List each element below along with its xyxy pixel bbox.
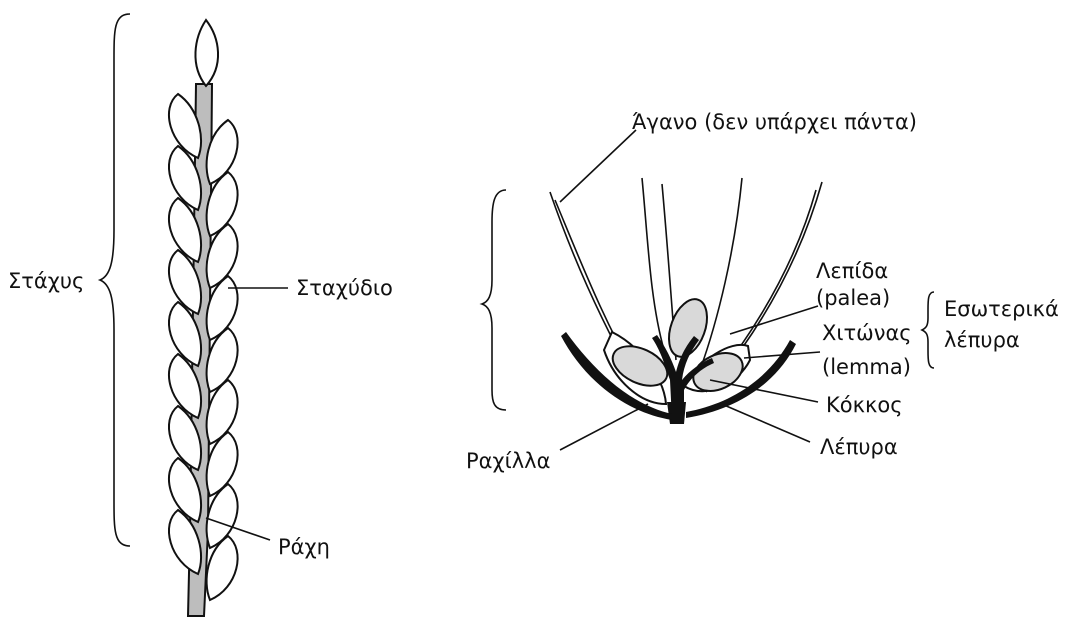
leader-lepida <box>730 306 818 334</box>
label-kokkos: Κόκκος <box>826 393 903 417</box>
label-chitonas: Χιτώνας <box>822 321 912 345</box>
spikelet-detail <box>550 178 822 424</box>
label-esoterika: Εσωτερικά <box>944 297 1059 321</box>
terminal-spikelet <box>195 20 218 86</box>
label-lepyra-inner: λέπυρα <box>944 328 1020 352</box>
label-stachys: Στάχυς <box>8 269 84 293</box>
leader-lepyra <box>724 405 810 442</box>
awn-center-left <box>642 178 664 350</box>
rachilla-stem <box>667 402 686 424</box>
label-palea: (palea) <box>816 286 890 310</box>
awn-center-right <box>700 178 742 370</box>
label-lemma: (lemma) <box>822 355 911 379</box>
label-stachydio: Σταχύδιο <box>296 276 393 300</box>
label-lepyra: Λέπυρα <box>820 435 898 459</box>
label-rachi: Ράχη <box>278 535 330 559</box>
label-agano: Άγανο (δεν υπάρχει πάντα) <box>632 110 917 134</box>
wheat-spike <box>169 20 238 616</box>
leader-rachilla <box>560 404 648 450</box>
leader-agano <box>560 130 636 202</box>
label-lepida: Λεπίδα <box>816 259 888 283</box>
spikelet-brace <box>482 190 506 410</box>
inner-husks-brace <box>922 292 934 368</box>
spike-brace <box>100 14 130 546</box>
label-rachilla: Ραχίλλα <box>466 449 550 473</box>
